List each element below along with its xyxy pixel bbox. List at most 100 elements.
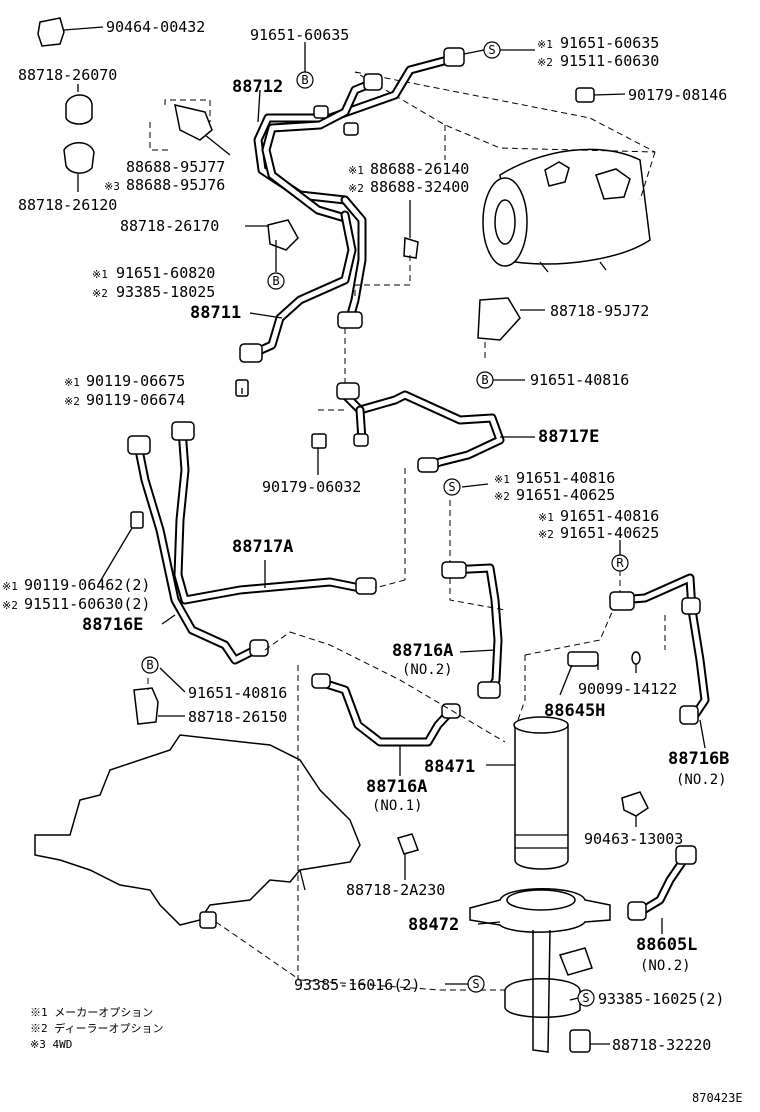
label-no2-88716A: (NO.2) [402,662,453,678]
label-93385-16016: 93385-16016(2) [294,976,420,994]
label-91511-60630-option: 91511-60630 [560,52,659,70]
label-88718-26170: 88718-26170 [120,217,219,235]
pipe-88717E [336,382,505,473]
label-88688-32400: 88688-32400 [370,178,469,196]
label-90179-08146: 90179-08146 [628,86,727,104]
label-91511-60630: 91511-60630(2) [24,595,150,613]
label-91651-60635-option: 91651-60635 [560,34,659,52]
label-88605L: 88605L [636,935,697,955]
label-90119-06675: 90119-06675 [86,372,185,390]
marker-x2-c: ※2 [92,287,108,300]
label-88718-32220: 88718-32220 [612,1036,711,1054]
label-93385-16025: 93385-16025(2) [598,990,724,1008]
marker-b-4: B [141,656,159,674]
label-88688-95J77: 88688-95J77 [126,158,225,176]
label-88712: 88712 [232,77,283,97]
marker-b-3: B [476,371,494,389]
marker-s-3: S [467,975,485,993]
label-88716B: 88716B [668,749,729,769]
leader-lines [63,26,706,1045]
compressor-illustration [354,71,656,273]
label-91651-60635: 91651-60635 [250,26,349,44]
marker-s-2: S [443,478,461,496]
label-88716E: 88716E [82,615,143,635]
label-88688-26140: 88688-26140 [370,160,469,178]
label-91651-60820: 91651-60820 [116,264,215,282]
pipe-88716A-no2 [441,561,503,699]
pipe-88717A [171,421,377,605]
marker-s-4: S [577,989,595,1007]
label-93385-18025: 93385-18025 [116,283,215,301]
svg-text:B: B [481,373,488,387]
marker-x2-d: ※2 [64,395,80,408]
label-88645H: 88645H [544,701,605,721]
legend-note-2: ※2 ディーラーオプション [30,1021,163,1035]
label-91651-40816-d: 91651-40816 [188,684,287,702]
marker-x2-a: ※2 [537,56,553,69]
small-hardware [37,17,649,929]
svg-text:S: S [448,480,455,494]
label-88718-2A230: 88718-2A230 [346,881,445,899]
svg-text:R: R [616,556,624,570]
marker-x1-d: ※1 [64,376,80,389]
pipe-88716E [127,435,269,665]
marker-x2-f: ※2 [538,528,554,541]
pipe-88711 [239,195,367,363]
label-no1-88716A: (NO.1) [372,798,423,814]
label-88717E: 88717E [538,427,599,447]
legend-note-3: ※3 4WD [30,1038,72,1051]
marker-x2-g: ※2 [2,599,18,612]
label-88718-26070: 88718-26070 [18,66,117,84]
label-90119-06674: 90119-06674 [86,391,185,409]
marker-x3: ※3 [104,180,120,193]
marker-x1-a: ※1 [537,38,553,51]
svg-text:B: B [272,274,279,288]
marker-x1-c: ※1 [92,268,108,281]
receiver-dryer-88471 [513,716,569,870]
label-90099-14122: 90099-14122 [578,680,677,698]
svg-text:B: B [301,73,308,87]
marker-x2-e: ※2 [494,490,510,503]
marker-x1-g: ※1 [2,580,18,593]
label-91651-40816-c: 91651-40816 [560,507,659,525]
label-91651-40816-a: 91651-40816 [530,371,629,389]
bracket-88472 [469,888,611,1053]
svg-text:B: B [146,658,153,672]
reference-lines [147,99,666,991]
marker-r-1: R [611,554,629,572]
label-88718-95J72: 88718-95J72 [550,302,649,320]
marker-b-1: B [296,71,314,89]
label-88716A-no1: 88716A [366,777,427,797]
marker-x2-b: ※2 [348,182,364,195]
label-no2-88716B: (NO.2) [676,772,727,788]
label-91651-40625-c: 91651-40625 [560,524,659,542]
label-90119-06462: 90119-06462(2) [24,576,150,594]
svg-text:S: S [472,977,479,991]
svg-text:S: S [582,991,589,1005]
pipe-88716B [609,573,710,725]
marker-b-2: B [267,272,285,290]
body-panel-outline [34,734,361,926]
label-no2-88605L: (NO.2) [640,958,691,974]
label-90464-00432: 90464-00432 [106,18,205,36]
marker-x1-f: ※1 [538,511,554,524]
svg-text:S: S [488,43,495,57]
label-90463-13003: 90463-13003 [584,830,683,848]
legend-note-1: ※1 メーカーオプション [30,1006,153,1019]
label-91651-40816-b: 91651-40816 [516,469,615,487]
label-88711: 88711 [190,303,241,323]
pipe-88716A-no1 [311,673,461,747]
marker-s-1: S [483,41,501,59]
label-88471: 88471 [424,757,475,777]
marker-x1-b: ※1 [348,164,364,177]
label-88717A: 88717A [232,537,293,557]
pipe-88712 [253,47,465,223]
label-90179-06032: 90179-06032 [262,478,361,496]
pipe-88605L [627,845,697,921]
marker-x1-e: ※1 [494,473,510,486]
label-88718-26120: 88718-26120 [18,196,117,214]
label-88472: 88472 [408,915,459,935]
label-88716A-no2: 88716A [392,641,453,661]
label-88688-95J76: 88688-95J76 [126,176,225,194]
